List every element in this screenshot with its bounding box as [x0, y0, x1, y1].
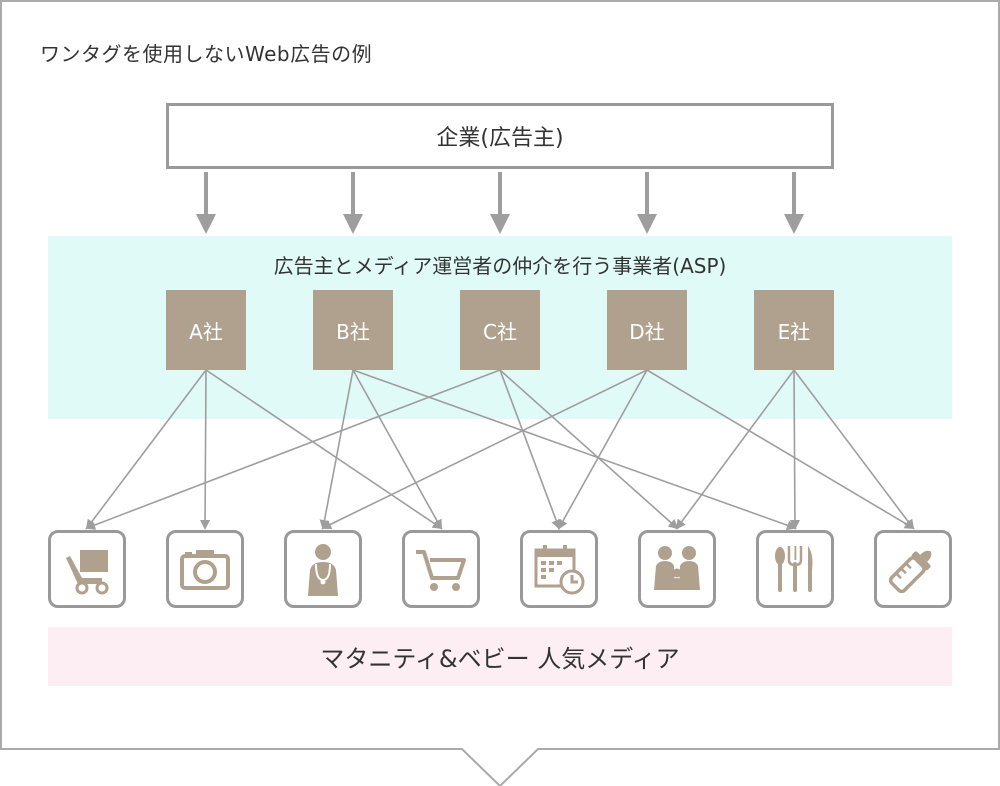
asp-title: 広告主とメディア運営者の仲介を行う事業者(ASP) — [273, 254, 727, 278]
media-box-baby-bottle — [874, 530, 952, 608]
company-b-box: B社 — [313, 290, 393, 370]
connector-line — [793, 369, 915, 530]
media-box-shopping-cart — [402, 530, 480, 608]
stroller-icon — [66, 550, 109, 595]
media-band — [48, 627, 952, 686]
media-box-camera — [166, 530, 244, 608]
connector-line — [319, 369, 354, 530]
camera-icon — [180, 550, 230, 590]
connector-line — [675, 369, 795, 530]
company-c-box: C社 — [460, 290, 540, 370]
baby-bottle-icon — [888, 550, 932, 594]
connector-line — [558, 369, 648, 530]
media-box-family — [638, 530, 716, 608]
company-e-box: E社 — [754, 290, 834, 370]
advertiser-label: 企業(広告主) — [436, 126, 564, 151]
media-box-calendar — [520, 530, 598, 608]
family-icon — [654, 546, 700, 590]
media-box-stroller — [48, 530, 126, 608]
advertiser-arrow — [637, 172, 657, 234]
shopping-cart-icon — [416, 550, 466, 591]
connector-line — [321, 369, 648, 529]
media-title: マタニティ&ベビー 人気メディア — [320, 645, 680, 673]
diagram-title: ワンタグを使用しないWeb広告の例 — [40, 42, 373, 66]
advertiser-arrow — [784, 172, 804, 234]
advertiser-box: 企業(広告主) — [166, 103, 834, 169]
advertiser-arrow — [490, 172, 510, 234]
connector-line — [789, 369, 800, 530]
connector-line — [205, 369, 443, 530]
media-box-doctor — [284, 530, 362, 608]
connector-line — [499, 369, 679, 530]
connector-line — [85, 369, 207, 530]
calendar-icon — [534, 545, 585, 595]
connector-line — [499, 369, 561, 530]
cutlery-icon — [775, 546, 813, 592]
connector-line — [200, 369, 211, 530]
company-d-box: D社 — [607, 290, 687, 370]
media-box-cutlery — [756, 530, 834, 608]
connector-line — [646, 369, 915, 530]
connector-line — [85, 369, 501, 530]
advertiser-arrow — [343, 172, 363, 234]
connector-line — [352, 369, 797, 531]
advertiser-arrow — [196, 172, 216, 234]
company-a-box: A社 — [166, 290, 246, 370]
doctor-icon — [308, 544, 338, 596]
connector-line — [352, 369, 442, 530]
